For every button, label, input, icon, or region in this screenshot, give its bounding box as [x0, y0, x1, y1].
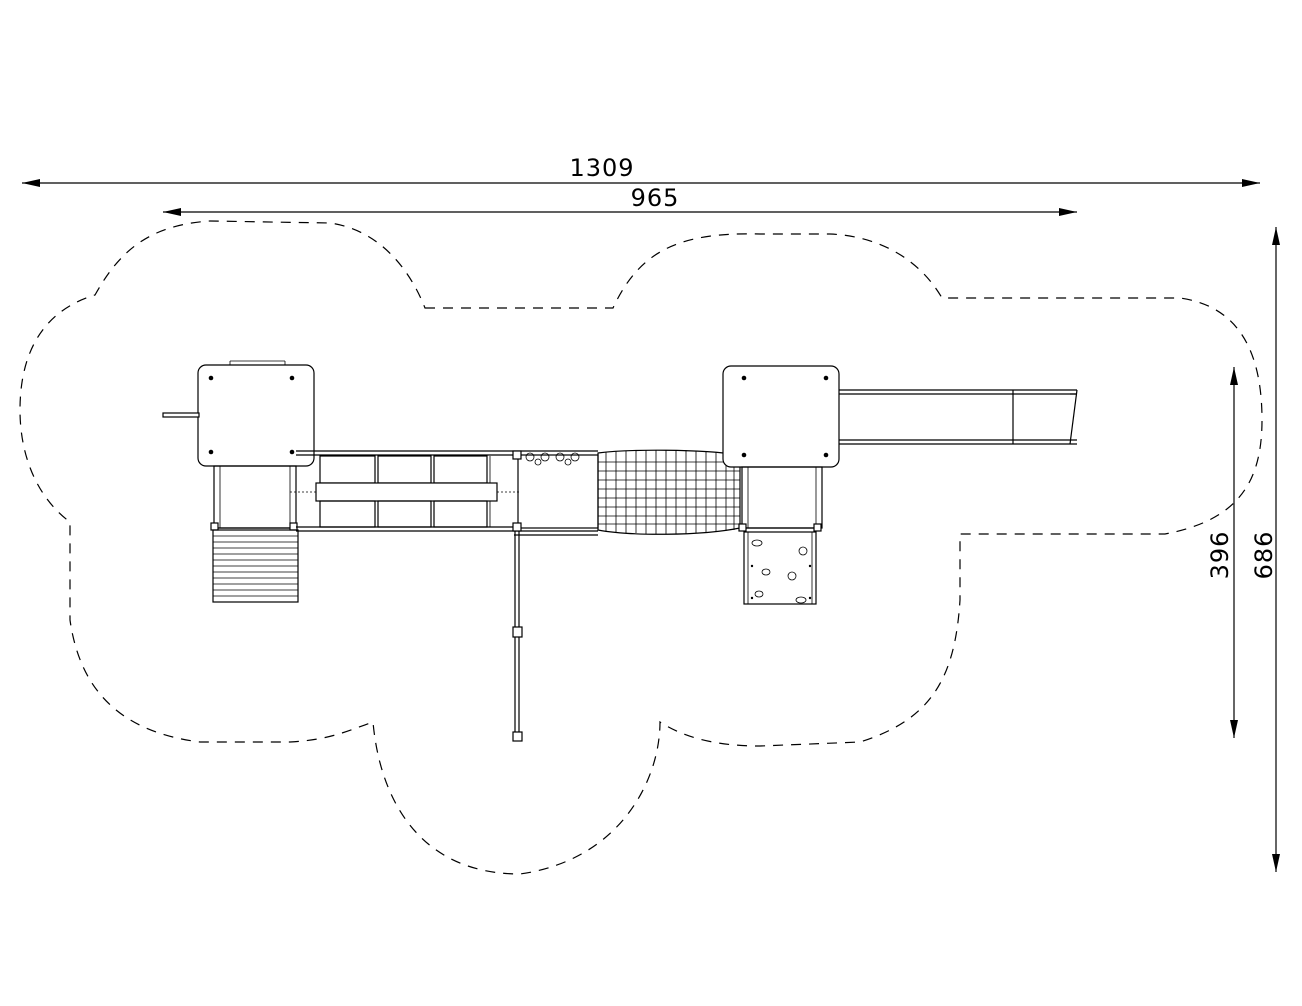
- climbing-wall: [743, 531, 817, 605]
- right-tower: [722, 365, 840, 532]
- dimension-label-structure-width: 965: [631, 184, 680, 212]
- climbing-hold: [787, 571, 797, 581]
- right-tower-roof: [722, 365, 840, 468]
- support-post: [512, 531, 523, 742]
- panel-bridge: [290, 450, 520, 532]
- left-tower-handle: [162, 412, 200, 418]
- climbing-hold: [751, 539, 763, 547]
- dimension-overall-depth: 686: [1250, 227, 1280, 872]
- dimension-label-structure-depth: 396: [1206, 531, 1234, 580]
- net-bridge: [597, 449, 741, 535]
- climbing-hold: [798, 546, 808, 556]
- climbing-hold: [795, 596, 807, 604]
- left-ladder: [212, 529, 299, 603]
- dimension-overall-width: 1309: [22, 154, 1260, 187]
- dimension-label-overall-width: 1309: [569, 154, 634, 182]
- dimension-structure-width: 965: [163, 184, 1077, 216]
- safety-zone-outline: [19, 220, 1263, 875]
- climbing-hold: [761, 568, 771, 576]
- dimension-label-overall-depth: 686: [1250, 531, 1278, 580]
- left-tower: [162, 360, 315, 531]
- middle-platform: [512, 450, 599, 536]
- dimension-structure-depth: 396: [1206, 367, 1238, 738]
- net-mesh: [598, 450, 740, 534]
- slide: [839, 389, 1078, 445]
- climbing-hold: [754, 590, 764, 598]
